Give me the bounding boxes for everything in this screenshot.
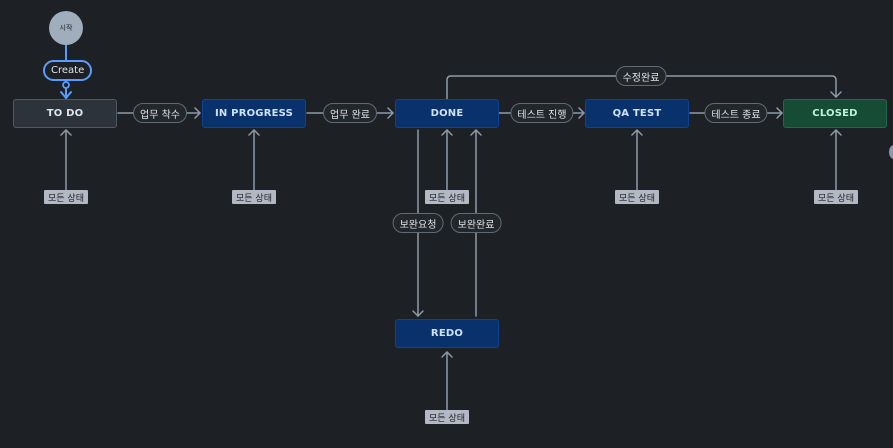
create-transition[interactable]: Create (43, 60, 93, 81)
transition-fix-done[interactable]: 보완완료 (450, 213, 502, 233)
status-closed[interactable]: CLOSED (783, 99, 887, 128)
any-status-label: 모든 상태 (818, 193, 854, 204)
transition-run-test-label: 테스트 진행 (517, 109, 567, 121)
transition-fix-done-label: 보완완료 (457, 219, 495, 231)
any-status-label: 모든 상태 (48, 193, 84, 204)
any-status-redo[interactable]: 모든 상태 (425, 410, 469, 424)
transition-fix-complete[interactable]: 수정완료 (615, 66, 667, 86)
status-done[interactable]: DONE (395, 99, 499, 128)
transition-request-fix[interactable]: 보완요청 (392, 213, 444, 233)
start-node: 시작 (49, 11, 83, 45)
any-status-closed[interactable]: 모든 상태 (814, 190, 858, 204)
transition-request-fix-label: 보완요청 (399, 219, 437, 231)
any-status-done[interactable]: 모든 상태 (425, 190, 469, 204)
status-redo-label: REDO (430, 328, 464, 339)
transition-complete-work[interactable]: 업무 완료 (323, 103, 377, 123)
create-label: Create (51, 65, 85, 76)
transition-start-work[interactable]: 업무 착수 (133, 103, 187, 123)
transition-end-test-label: 테스트 종료 (711, 109, 761, 121)
start-label: 시작 (59, 24, 73, 32)
any-status-label: 모든 상태 (619, 193, 655, 204)
transition-end-test[interactable]: 테스트 종료 (704, 103, 768, 123)
any-status-label: 모든 상태 (429, 413, 465, 424)
status-qa-test-label: QA TEST (612, 108, 662, 119)
transition-fix-complete-label: 수정완료 (622, 72, 660, 84)
status-in-progress[interactable]: IN PROGRESS (202, 99, 306, 128)
any-status-qa-test[interactable]: 모든 상태 (615, 190, 659, 204)
status-closed-label: CLOSED (812, 108, 858, 119)
status-qa-test[interactable]: QA TEST (585, 99, 689, 128)
any-status-label: 모든 상태 (429, 193, 465, 204)
status-redo[interactable]: REDO (395, 319, 499, 348)
any-status-in-progress[interactable]: 모든 상태 (232, 190, 276, 204)
any-status-todo[interactable]: 모든 상태 (44, 190, 88, 204)
status-done-label: DONE (430, 108, 464, 119)
status-todo[interactable]: TO DO (13, 99, 117, 128)
drag-handle[interactable] (889, 145, 893, 159)
status-in-progress-label: IN PROGRESS (215, 108, 293, 119)
transition-complete-work-label: 업무 완료 (330, 109, 370, 121)
any-status-label: 모든 상태 (236, 193, 272, 204)
status-todo-label: TO DO (46, 108, 84, 119)
transition-start-work-label: 업무 착수 (140, 109, 180, 121)
transition-run-test[interactable]: 테스트 진행 (510, 103, 574, 123)
